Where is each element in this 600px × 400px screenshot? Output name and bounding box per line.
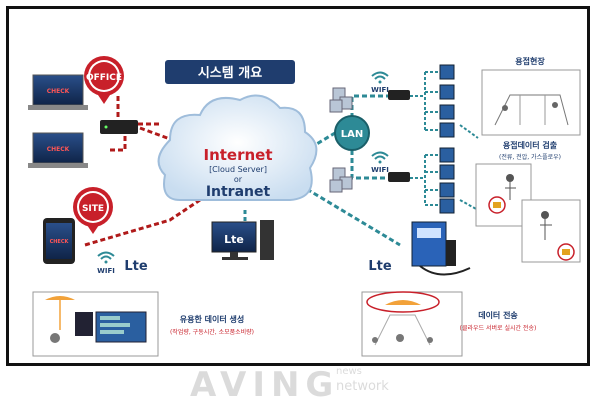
site-badge: SITE (73, 187, 113, 234)
site-badge-text: SITE (82, 204, 104, 214)
lan-badge: LAN (334, 115, 370, 151)
connection-lines (84, 71, 479, 247)
router-left (100, 120, 138, 134)
office-laptop-top: CHECK (28, 74, 88, 110)
data-gen-subtitle: (작업량, 구동시간, 소모품소비량) (170, 328, 254, 336)
wifi-mid: WIFI (371, 151, 389, 174)
title-text: 시스템 개요 (198, 66, 262, 81)
cloud-line-or: or (234, 175, 243, 184)
welding-machines-mid (329, 147, 455, 214)
welding-site-title: 용접현장 (515, 56, 545, 66)
title-banner: 시스템 개요 (165, 60, 295, 84)
lte-right-label: Lte (368, 259, 391, 274)
welding-machine-large (411, 221, 471, 276)
wifi-mid-label: WIFI (371, 166, 389, 174)
wifi-top: WIFI (371, 71, 389, 94)
watermark-main: AVING (190, 365, 339, 400)
data-gen-title: 유용한 데이터 생성 (180, 314, 244, 324)
cloud-line-intranet: Intranet (206, 184, 271, 200)
office-badge-text: OFFICE (86, 73, 122, 83)
wifi-left-label: WIFI (97, 267, 115, 275)
panel-data-transfer: 데이터 전송 (클라우드 서버로 실시간 전송) (361, 291, 537, 357)
office-badge: OFFICE (84, 56, 124, 104)
lte-left-label: Lte (124, 259, 147, 274)
aving-watermark: AVING news network (190, 365, 389, 400)
watermark-bottom: network (336, 379, 389, 394)
detection-subtitle: (전류, 전압, 가스플로우) (499, 153, 561, 161)
cloud-server: Internet [Cloud Server] or Intranet (157, 94, 318, 201)
office-laptop-bottom: CHECK (28, 132, 88, 168)
cloud-line-internet: Internet (203, 146, 272, 164)
welding-machines-top (329, 64, 455, 138)
laptop-brand-top: CHECK (47, 88, 70, 95)
site-tablet: CHECK (43, 218, 75, 264)
wifi-top-label: WIFI (371, 86, 389, 94)
tablet-brand: CHECK (50, 239, 70, 245)
transfer-subtitle: (클라우드 서버로 실시간 전송) (460, 324, 537, 332)
watermark-top: news (336, 366, 362, 377)
panel-detection: 용접데이터 검출 (전류, 전압, 가스플로우) (475, 140, 581, 263)
lte-label-center: Lte (224, 233, 244, 246)
panel-data-generation: 유용한 데이터 생성 (작업량, 구동시간, 소모품소비량) (32, 291, 254, 357)
laptop-brand-bottom: CHECK (47, 146, 70, 153)
cloud-line-server: [Cloud Server] (209, 165, 267, 174)
detection-title: 용접데이터 검출 (503, 140, 558, 150)
transfer-title: 데이터 전송 (478, 310, 518, 320)
central-desktop-computer: Lte (211, 220, 274, 260)
lan-badge-text: LAN (341, 129, 363, 140)
wifi-left: WIFI (97, 251, 115, 275)
panel-welding-site: 용접현장 (481, 56, 581, 136)
